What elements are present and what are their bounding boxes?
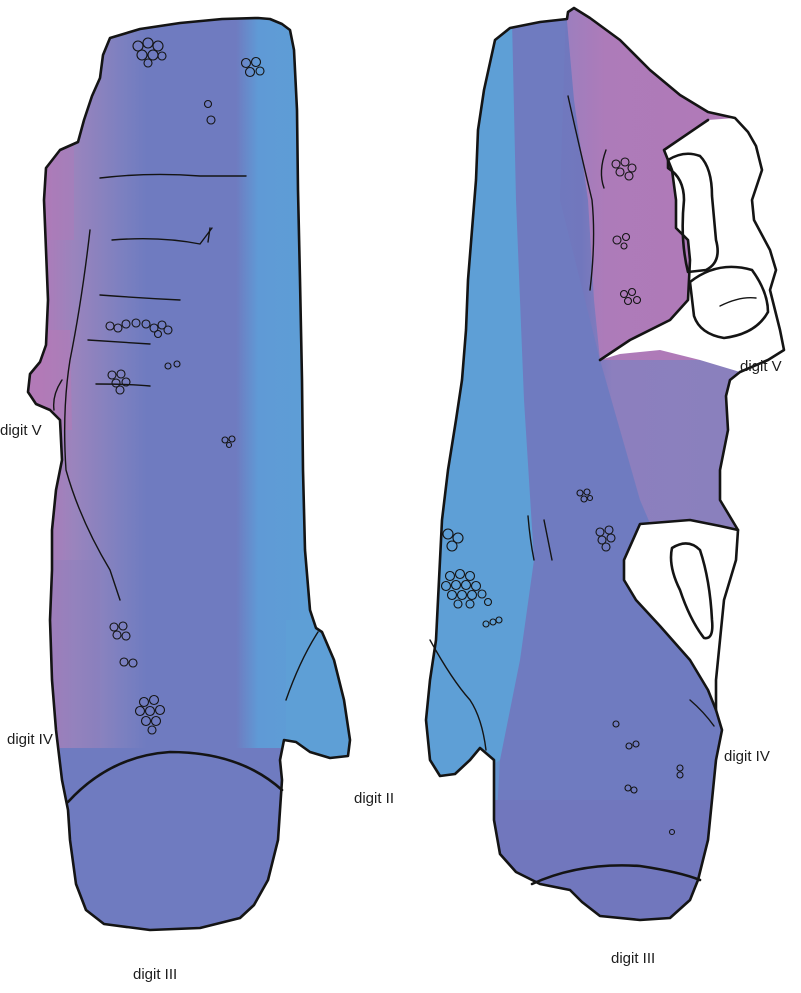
left-digit-v-label: digit V: [0, 422, 42, 439]
right-digit-iii-label: digit III: [611, 950, 655, 967]
digit-ii-label: digit II: [354, 790, 394, 807]
right-digit-iv-label: digit IV: [724, 748, 770, 765]
right-bone: [420, 8, 800, 940]
left-digit-iv-label: digit IV: [7, 731, 53, 748]
right-digit-v-label: digit V: [740, 358, 782, 375]
left-bone: [20, 18, 360, 940]
left-digit-iii-label: digit III: [133, 966, 177, 983]
